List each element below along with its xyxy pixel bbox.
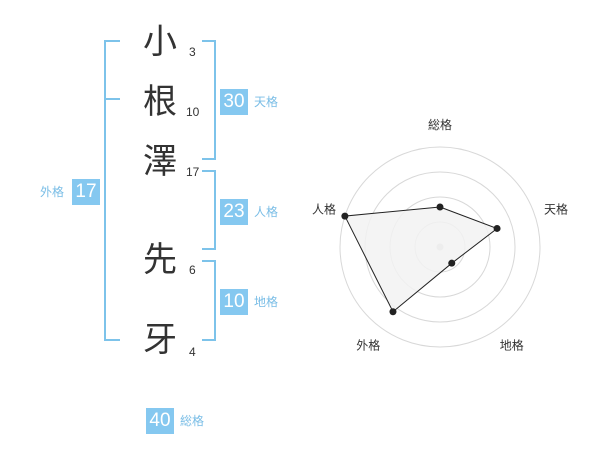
gaikaku-value: 17 [72,179,100,205]
radar-point-4 [389,308,397,316]
gaikaku-label: 外格 [40,185,65,199]
gaikaku-bracket-mid [104,98,120,100]
tenkaku-bracket [202,40,216,160]
radar-axis-label-3: 地格 [500,338,524,353]
radar-axis-label-4: 外格 [356,338,380,353]
tenkaku-label: 天格 [254,95,279,109]
chikaku-label: 地格 [254,295,279,309]
jinkaku-label: 人格 [254,205,279,219]
tenkaku-value: 30 [220,89,248,115]
stroke-count-3: 17 [186,165,200,179]
chikaku-bracket [202,260,216,341]
char-2: 根 [143,82,177,122]
radar-axis-label-1: 総格 [428,117,452,132]
stroke-count-2: 10 [186,105,200,119]
soukaku-value: 40 [146,408,174,434]
jinkaku-bracket [202,170,216,250]
stroke-count-5: 4 [189,345,196,359]
stroke-count-4: 6 [189,263,196,277]
radar-point-1 [436,203,444,211]
soukaku-label: 総格 [180,414,205,428]
radar-ring-4 [339,146,541,348]
char-1: 小 [143,22,177,62]
radar-point-3 [448,259,456,267]
radar-axis-label-2: 天格 [544,201,568,216]
chikaku-value: 10 [220,289,248,315]
stroke-count-1: 3 [189,45,196,59]
char-4: 先 [143,240,177,280]
char-3: 澤 [143,142,177,182]
radar-axis-label-5: 人格 [312,201,336,216]
gaikaku-bracket [104,40,120,341]
radar-point-5 [341,212,349,220]
radar-point-2 [493,224,501,232]
char-5: 牙 [143,320,177,360]
radar-area [344,206,499,313]
jinkaku-value: 23 [220,199,248,225]
